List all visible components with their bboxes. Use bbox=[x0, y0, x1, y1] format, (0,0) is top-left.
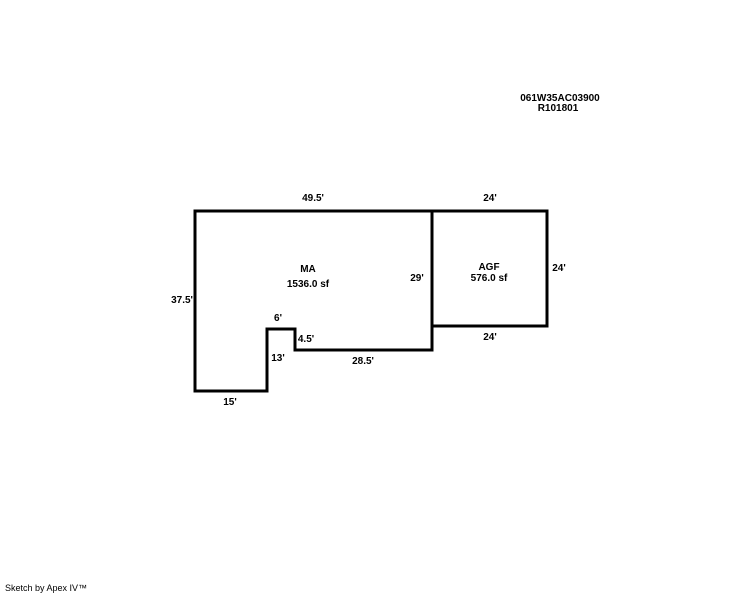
garage-outline bbox=[430, 209, 549, 328]
dimension-notch-step: 4.5' bbox=[297, 334, 315, 345]
dimension-notch-width: 6' bbox=[274, 313, 282, 324]
dimension-main-bottom-right: 28.5' bbox=[352, 356, 374, 367]
dimension-garage-bottom: 24' bbox=[483, 332, 497, 343]
main-area-size: 1536.0 sf bbox=[286, 279, 330, 290]
sketch-credit: Sketch by Apex IV™ bbox=[5, 583, 88, 593]
main-area-outline bbox=[193, 209, 434, 393]
dimension-notch-height: 13' bbox=[271, 353, 285, 364]
garage-area-code: AGF bbox=[478, 262, 500, 273]
dimension-shared-wall: 29' bbox=[410, 273, 424, 284]
dimension-main-top: 49.5' bbox=[302, 193, 324, 204]
garage-area-size: 576.0 sf bbox=[470, 273, 508, 284]
dimension-main-left: 37.5' bbox=[171, 295, 193, 306]
main-area-code: MA bbox=[300, 264, 316, 275]
account-number-label: R101801 bbox=[537, 103, 579, 114]
dimension-main-bottom-left: 15' bbox=[223, 397, 237, 408]
dimension-garage-right: 24' bbox=[552, 263, 566, 274]
dimension-garage-top: 24' bbox=[483, 193, 497, 204]
map-number-label: 061W35AC03900 bbox=[520, 93, 600, 104]
